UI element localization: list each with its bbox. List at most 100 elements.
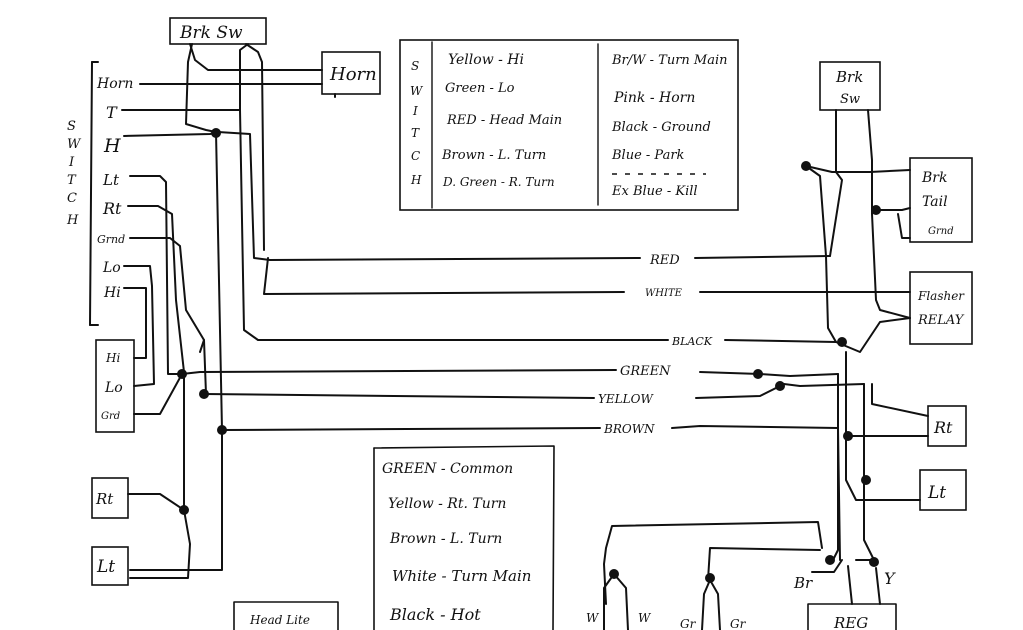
bottom-legend-entry: GREEN - Common bbox=[382, 461, 513, 477]
legend-left-entry: Yellow - Hi bbox=[448, 52, 524, 68]
legend-letter: T bbox=[411, 126, 420, 140]
headlight-plug-label: Grd bbox=[101, 411, 120, 422]
bottom-legend-entry: White - Turn Main bbox=[392, 567, 531, 585]
terminal-w1: W bbox=[586, 611, 600, 625]
junction-dot bbox=[837, 337, 847, 347]
head-lite-label: Head Lite bbox=[249, 613, 310, 627]
junction-dot bbox=[179, 505, 189, 515]
switch-color-legend: S W I T C H Yellow - Hi Green - Lo RED -… bbox=[399, 39, 739, 211]
junction-dot bbox=[825, 555, 835, 565]
terminal-t: T bbox=[106, 103, 118, 122]
terminal-y: Y bbox=[884, 569, 896, 588]
horn-box: Horn bbox=[321, 51, 381, 95]
legend-letter: H bbox=[410, 173, 422, 187]
wire-label-white: WHITE bbox=[645, 288, 683, 299]
brake-tail-light-box: Brk Tail Grnd bbox=[909, 157, 973, 243]
junction-dot bbox=[861, 475, 871, 485]
headlight-plug-label: Hi bbox=[105, 351, 120, 365]
switch-side-letter: W bbox=[67, 137, 82, 152]
brake-tail-label: Tail bbox=[922, 194, 948, 210]
wire-label-green: GREEN bbox=[620, 364, 671, 379]
legend-left-entry: Brown - L. Turn bbox=[441, 148, 546, 163]
regulator-box: REG bbox=[807, 603, 897, 630]
horn-label: Horn bbox=[329, 64, 377, 85]
left-turn-signal-left: Lt bbox=[91, 546, 129, 586]
junction-dot bbox=[843, 431, 853, 441]
switch-side-letter: H bbox=[66, 213, 79, 228]
right-turn-right-label: Rt bbox=[933, 418, 953, 437]
flasher-relay-label: Flasher bbox=[917, 289, 965, 303]
junction-dot bbox=[871, 205, 881, 215]
switch-side-letter: S bbox=[67, 119, 76, 134]
junction-dot bbox=[869, 557, 879, 567]
junction-dot bbox=[177, 369, 187, 379]
terminal-hi: Hi bbox=[103, 285, 121, 301]
junction-dot bbox=[775, 381, 785, 391]
brake-tail-label: Brk bbox=[921, 170, 947, 186]
terminal-lo: Lo bbox=[102, 260, 121, 276]
legend-right-entry: Br/W - Turn Main bbox=[611, 53, 728, 68]
brake-switch-right: Brk Sw bbox=[819, 61, 881, 111]
headlight-plug-label: Lo bbox=[104, 380, 123, 396]
legend-left-entry: RED - Head Main bbox=[446, 113, 562, 128]
legend-letter: C bbox=[411, 149, 420, 163]
legend-letter: S bbox=[411, 59, 419, 73]
headlight-plug: Hi Lo Grd bbox=[95, 339, 135, 433]
legend-left-entry: D. Green - R. Turn bbox=[442, 175, 555, 189]
junction-dot bbox=[609, 569, 619, 579]
terminal-gr2: Gr bbox=[730, 617, 747, 630]
bottom-terminal-labels: W W Gr Gr Br Y bbox=[586, 569, 896, 630]
brake-switch-top-label: Brk Sw bbox=[179, 23, 243, 43]
bottom-color-legend: GREEN - Common Yellow - Rt. Turn Brown -… bbox=[373, 445, 555, 630]
wire-labels: RED WHITE BLACK GREEN YELLOW BROWN bbox=[598, 253, 713, 436]
terminal-w2: W bbox=[638, 611, 652, 625]
wire-label-black: BLACK bbox=[671, 335, 713, 348]
terminal-horn: Horn bbox=[96, 76, 133, 92]
junction-dot bbox=[753, 369, 763, 379]
switch-terminal-strip: S W I T C H Horn T H Lt Rt Grnd Lo Hi bbox=[66, 61, 133, 326]
legend-letter: W bbox=[410, 84, 424, 98]
terminal-lt: Lt bbox=[102, 171, 120, 189]
junction-dot bbox=[217, 425, 227, 435]
bottom-legend-entry: Yellow - Rt. Turn bbox=[388, 496, 506, 512]
legend-letter: I bbox=[412, 104, 418, 118]
junction-dots bbox=[177, 128, 881, 583]
brake-tail-label: Grnd bbox=[928, 226, 954, 237]
wire-label-red: RED bbox=[649, 253, 680, 268]
right-turn-signal-left: Rt bbox=[91, 477, 129, 519]
regulator-label: REG bbox=[833, 614, 868, 630]
brake-switch-top: Brk Sw bbox=[169, 17, 267, 45]
wire-label-brown: BROWN bbox=[603, 422, 655, 436]
switch-side-letter: I bbox=[68, 155, 75, 170]
flasher-relay-box: Flasher RELAY bbox=[909, 271, 973, 345]
left-turn-signal-right: Lt bbox=[919, 469, 967, 511]
switch-side-letter: T bbox=[67, 173, 77, 188]
junction-dot bbox=[801, 161, 811, 171]
terminal-h: H bbox=[103, 135, 121, 157]
left-turn-right-label: Lt bbox=[927, 483, 946, 503]
legend-right-entry: Blue - Park bbox=[611, 148, 685, 163]
terminal-gr1: Gr bbox=[680, 617, 697, 630]
right-turn-signal-right: Rt bbox=[927, 405, 967, 447]
terminal-grnd: Grnd bbox=[97, 233, 125, 246]
switch-side-letter: C bbox=[67, 191, 77, 206]
legend-right-entry: Black - Ground bbox=[611, 120, 711, 135]
junction-dot bbox=[199, 389, 209, 399]
head-lite-box: Head Lite bbox=[233, 601, 339, 630]
wiring bbox=[121, 43, 929, 630]
flasher-relay-label: RELAY bbox=[917, 313, 965, 328]
wire-label-yellow: YELLOW bbox=[598, 392, 654, 406]
left-turn-left-label: Lt bbox=[96, 557, 115, 577]
terminal-br: Br bbox=[793, 574, 813, 592]
junction-dot bbox=[211, 128, 221, 138]
junction-dot bbox=[705, 573, 715, 583]
terminal-rt: Rt bbox=[102, 199, 122, 218]
legend-right-entry: Pink - Horn bbox=[613, 90, 695, 106]
bottom-legend-entry: Brown - L. Turn bbox=[389, 531, 502, 547]
brake-switch-right-label: Brk bbox=[835, 68, 863, 86]
brake-switch-right-label: Sw bbox=[840, 92, 860, 107]
legend-right-entry: Ex Blue - Kill bbox=[611, 184, 698, 199]
bottom-legend-entry: Black - Hot bbox=[389, 605, 481, 624]
right-turn-left-label: Rt bbox=[95, 490, 114, 508]
